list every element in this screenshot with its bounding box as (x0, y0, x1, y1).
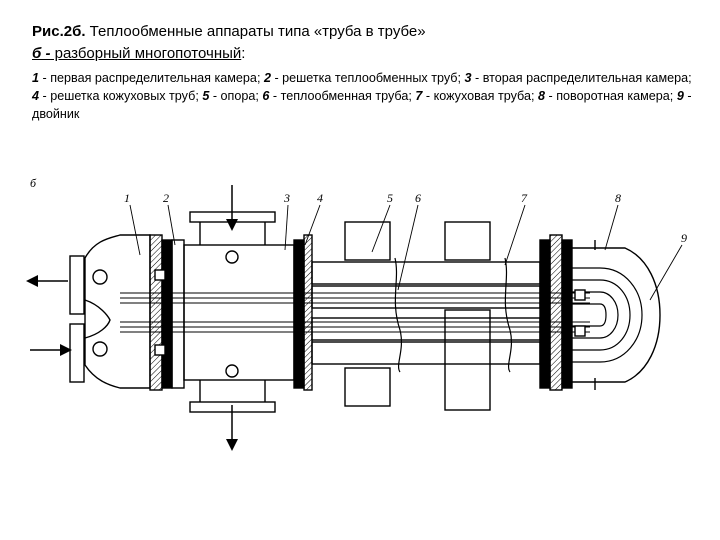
legend: 1 - первая распределительная камера; 2 -… (32, 69, 692, 123)
subtitle-text: разборный многопоточный (50, 45, 242, 62)
legend-text-6: - теплообменная труба; (269, 89, 416, 103)
legend-text-5: - опора; (209, 89, 263, 103)
second-distribution-chamber (183, 211, 295, 413)
figure-title: Рис.2б. Теплообменные аппараты типа «тру… (32, 22, 692, 41)
exchanger-body (69, 211, 661, 413)
legend-num-9: 9 (676, 89, 684, 103)
flow-arrows (26, 185, 238, 451)
legend-num-7: 7 (415, 89, 423, 103)
legend-num-1: 1 (32, 71, 40, 85)
subtitle-colon: : (241, 45, 246, 62)
legend-text-3: - вторая распределительная камера; (471, 71, 692, 85)
callout-8: 8 (615, 191, 621, 205)
figure-subtitle: б - разборный многопоточный: (32, 44, 692, 63)
callout-1: 1 (124, 191, 130, 205)
shell-tubes (311, 257, 541, 373)
callout-6: 6 (415, 191, 421, 205)
callout-4: 4 (317, 191, 323, 205)
callout-5: 5 (387, 191, 393, 205)
caption: Рис.2б. Теплообменные аппараты типа «тру… (32, 22, 692, 123)
legend-num-6: 6 (262, 89, 270, 103)
callout-9: 9 (681, 231, 687, 245)
callout-2: 2 (163, 191, 169, 205)
legend-text-8: - поворотная камера; (545, 89, 677, 103)
legend-text-1: - первая распределительная камера; (39, 71, 264, 85)
drawing-svg: б 1 2 3 4 5 6 7 8 9 (26, 176, 687, 451)
subtitle-letter: б - (32, 45, 51, 62)
figure-title-text: Теплообменные аппараты типа «труба в тру… (85, 23, 426, 40)
view-letter: б (30, 176, 37, 190)
first-distribution-chamber (69, 234, 151, 389)
bolts (154, 269, 586, 356)
heat-tube-sheet (149, 234, 185, 391)
u-bend-double (572, 267, 643, 363)
legend-num-4: 4 (32, 89, 40, 103)
heat-exchanger-drawing: б 1 2 3 4 5 6 7 8 9 (0, 160, 720, 460)
legend-text-2: - решетка теплообменных труб; (270, 71, 465, 85)
legend-num-2: 2 (263, 71, 271, 85)
legend-num-8: 8 (537, 89, 545, 103)
legend-num-3: 3 (464, 71, 472, 85)
supports (344, 221, 491, 411)
callout-7: 7 (521, 191, 528, 205)
callout-3: 3 (283, 191, 290, 205)
legend-text-4: - решетка кожуховых труб; (39, 89, 203, 103)
figure-number: Рис.2б. (32, 23, 86, 40)
return-chamber (539, 234, 661, 391)
legend-num-5: 5 (202, 89, 210, 103)
leader-lines (129, 204, 683, 301)
legend-text-7: - кожуховая труба; (422, 89, 538, 103)
heat-tubes (120, 292, 590, 333)
shell-tube-sheet (293, 234, 313, 391)
legend-text-9: - двойник (32, 89, 692, 121)
